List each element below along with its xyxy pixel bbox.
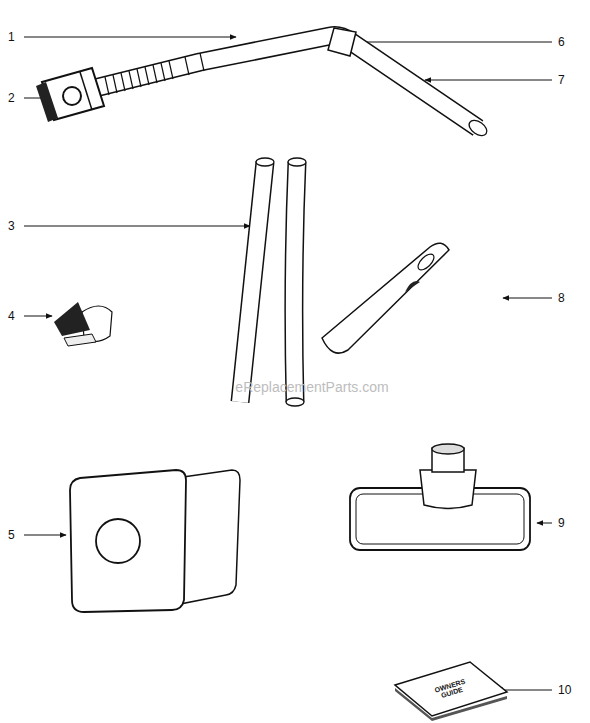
watermark: eReplacementParts.com (235, 380, 388, 394)
callout-number: 6 (558, 36, 565, 48)
callout-number: 9 (558, 517, 565, 529)
floor-nozzle (350, 444, 530, 550)
callout-number: 8 (558, 292, 565, 304)
callout-number: 5 (8, 529, 15, 541)
callout-number: 10 (558, 684, 571, 696)
callout-number: 2 (8, 92, 15, 104)
callout-number: 4 (8, 310, 15, 322)
hose-wand (95, 28, 490, 139)
crevice-tool (322, 243, 449, 353)
extension-wands (240, 158, 306, 406)
callout-number: 1 (8, 31, 15, 43)
dusting-brush (54, 302, 112, 346)
callout-number: 7 (558, 74, 565, 86)
callout-number: 3 (8, 220, 15, 232)
dust-bag (70, 470, 240, 612)
hose-connector (36, 68, 104, 122)
owners-guide-booklet (395, 662, 507, 721)
